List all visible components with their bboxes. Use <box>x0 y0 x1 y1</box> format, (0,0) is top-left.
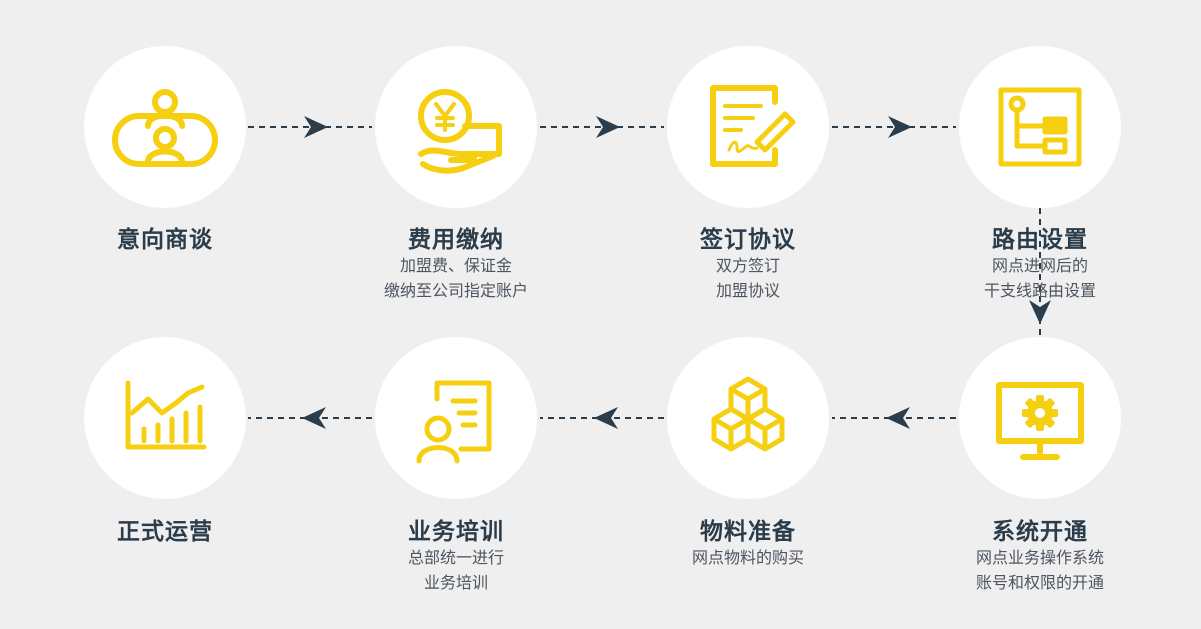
yuan-payment-hand-icon <box>418 89 502 174</box>
step-3-title: 签订协议 <box>700 227 796 253</box>
step-2-desc-line-1: 加盟费、保证金 <box>399 256 512 275</box>
cubes-icon <box>711 376 785 452</box>
step-1-title: 意向商谈 <box>117 227 213 253</box>
step-2-circle <box>375 46 537 208</box>
step-5-circle <box>959 337 1121 499</box>
step-5-desc-line-2: 账号和权限的开通 <box>975 573 1104 592</box>
step-7-desc-line-2: 业务培训 <box>423 573 488 592</box>
step-7-title: 业务培训 <box>408 519 504 545</box>
contract-sign-icon <box>710 85 796 167</box>
step-6-title: 物料准备 <box>700 519 796 545</box>
step-3-desc-line-2: 加盟协议 <box>715 281 780 300</box>
step-2-description: 加盟费、保证金 缴纳至公司指定账户 <box>336 253 576 303</box>
step-4-description: 网点进网后的 干支线路由设置 <box>920 253 1160 303</box>
step-3-circle <box>667 46 829 208</box>
step-6-desc-line-1: 网点物料的购买 <box>691 548 804 567</box>
route-setting-icon <box>998 87 1082 167</box>
step-5-desc-line-1: 网点业务操作系统 <box>975 548 1104 567</box>
step-7-description: 总部统一进行 业务培训 <box>336 545 576 595</box>
step-4-desc-line-1: 网点进网后的 <box>991 256 1088 275</box>
step-7-circle <box>375 337 537 499</box>
step-2-desc-line-2: 缴纳至公司指定账户 <box>383 281 528 300</box>
step-8-circle <box>84 337 246 499</box>
step-2-title: 费用缴纳 <box>408 227 504 253</box>
meeting-people-icon <box>112 89 218 167</box>
arrow-head-4 <box>1029 300 1051 324</box>
arrow-head-7 <box>302 407 326 429</box>
arrow-head-2 <box>596 116 620 138</box>
step-4-title: 路由设置 <box>992 227 1088 253</box>
step-4-desc-line-2: 干支线路由设置 <box>983 281 1096 300</box>
training-document-icon <box>416 380 492 464</box>
step-7-desc-line-1: 总部统一进行 <box>407 548 504 567</box>
step-1-circle <box>84 46 246 208</box>
arrow-head-3 <box>888 116 912 138</box>
arrow-head-5 <box>886 407 910 429</box>
step-5-description: 网点业务操作系统 账号和权限的开通 <box>920 545 1160 595</box>
step-8-title: 正式运营 <box>117 519 213 545</box>
monitor-gear-icon <box>996 382 1084 460</box>
step-5-title: 系统开通 <box>992 519 1088 545</box>
step-6-description: 网点物料的购买 <box>628 545 868 570</box>
arrow-head-1 <box>304 116 328 138</box>
step-6-circle <box>667 337 829 499</box>
step-4-circle <box>959 46 1121 208</box>
step-3-description: 双方签订 加盟协议 <box>628 253 868 303</box>
growth-chart-icon <box>125 380 207 450</box>
arrow-head-6 <box>594 407 618 429</box>
step-3-desc-line-1: 双方签订 <box>715 256 780 275</box>
